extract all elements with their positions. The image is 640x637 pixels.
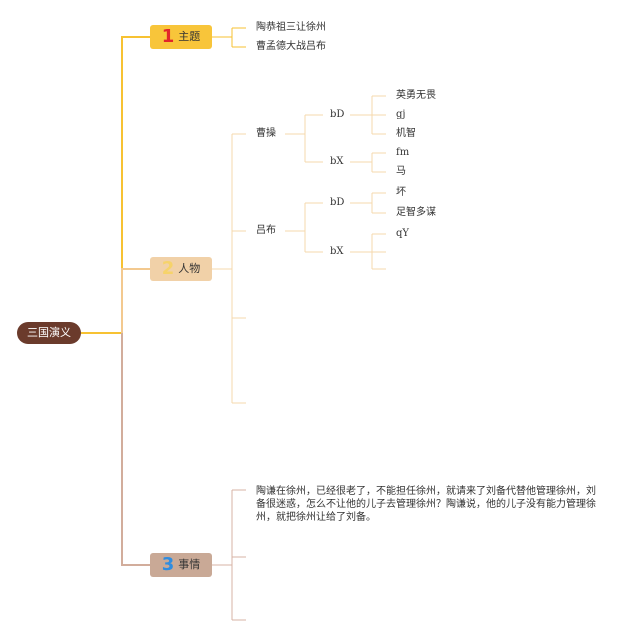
branch-node-theme[interactable]: 1 主题 [150, 25, 212, 49]
connector-theme-children [212, 27, 246, 48]
attribute-item[interactable]: 英勇无畏 [396, 90, 436, 101]
branch-number: 3 [161, 554, 175, 575]
connector-root-theme [81, 36, 150, 334]
attribute-item[interactable]: gj [396, 109, 406, 120]
attribute-key[interactable]: bX [330, 156, 344, 167]
branch-node-events[interactable]: 3 事情 [150, 553, 212, 577]
attribute-item[interactable]: 马 [396, 166, 406, 177]
attribute-item[interactable]: 机智 [396, 128, 416, 139]
connector-root-events [121, 333, 150, 566]
connector-event-children [212, 489, 246, 621]
attribute-key[interactable]: bD [330, 109, 345, 120]
branch-number: 1 [161, 26, 175, 47]
branch-label: 事情 [178, 558, 201, 571]
theme-topic[interactable]: 陶恭祖三让徐州 [256, 22, 326, 33]
person-node[interactable]: 曹操 [256, 128, 276, 139]
root-node[interactable]: 三国演义 [17, 322, 81, 344]
attribute-key[interactable]: bD [330, 197, 345, 208]
connector-people-children [212, 95, 386, 404]
attribute-key[interactable]: bX [330, 246, 344, 257]
attribute-item[interactable]: fm [396, 147, 410, 158]
branch-label: 人物 [178, 262, 201, 275]
branch-number: 2 [161, 258, 175, 279]
attribute-item[interactable]: 足智多谋 [396, 207, 436, 218]
branch-label: 主题 [178, 30, 201, 43]
branch-node-people[interactable]: 2 人物 [150, 257, 212, 281]
attribute-item[interactable]: 坏 [396, 187, 406, 198]
attribute-item[interactable]: qY [396, 228, 410, 239]
event-description[interactable]: 陶谦在徐州，已经很老了，不能担任徐州，就请来了刘备代替他管理徐州，刘备很迷惑，怎… [256, 486, 596, 523]
theme-topic[interactable]: 曹孟德大战吕布 [256, 41, 326, 52]
person-node[interactable]: 吕布 [256, 225, 276, 236]
connector-root-people [121, 268, 150, 333]
